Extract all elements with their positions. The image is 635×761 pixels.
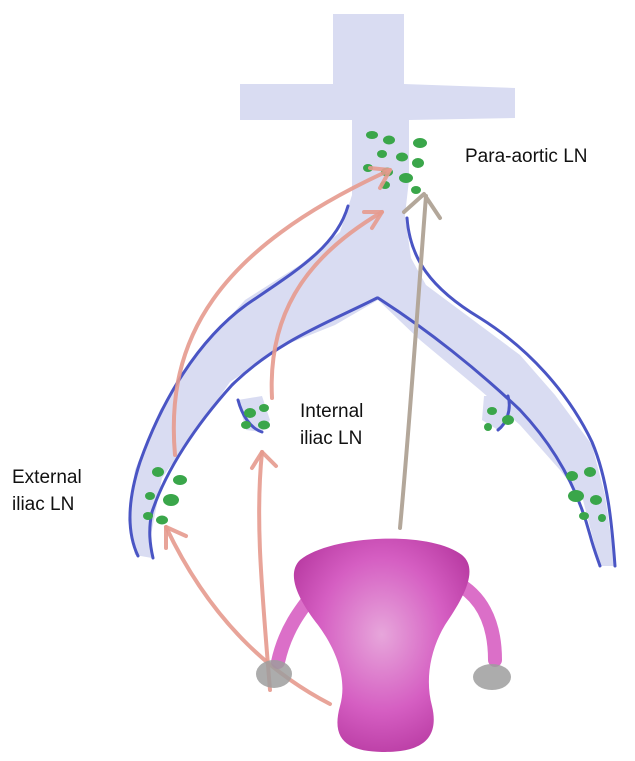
arrow-ovarian-to-para-aortic-head bbox=[404, 194, 440, 218]
external-iliac-ln-label-line2: iliac LN bbox=[12, 491, 74, 518]
internal-iliac-ln-label-line2: iliac LN bbox=[300, 425, 362, 452]
internal-iliac-ln-label-line1: Internal bbox=[300, 398, 363, 425]
left-ovary bbox=[256, 660, 292, 688]
arrow-to-internal-iliac-head bbox=[252, 452, 276, 468]
right-ovary bbox=[473, 664, 511, 690]
external-iliac-ln-label-line1: External bbox=[12, 464, 82, 491]
aorta-and-renal-vessels bbox=[128, 14, 615, 566]
uterus-illustration bbox=[256, 539, 511, 752]
vessel-tree bbox=[128, 14, 615, 566]
para-aortic-ln-label: Para-aortic LN bbox=[465, 143, 588, 170]
uterus-body bbox=[294, 539, 470, 752]
